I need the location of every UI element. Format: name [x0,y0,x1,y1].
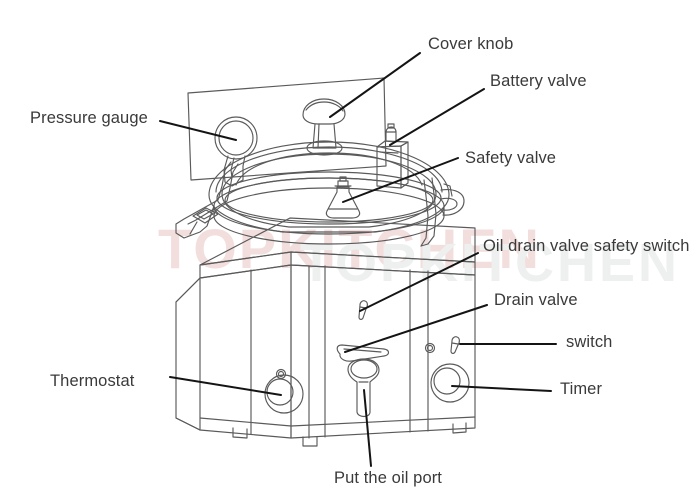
cover-knob-part [302,98,346,156]
label-pressure-gauge: Pressure gauge [30,109,148,127]
label-put-the-oil-port: Put the oil port [334,469,442,487]
leader-drain-valve [344,304,488,353]
leader-oil-drain-safety-switch [359,252,479,312]
leader-cover-knob [329,52,421,118]
lid-handles [175,161,465,247]
cabinet [175,217,476,447]
thermostat-knob [264,368,304,414]
leader-put-the-oil-port [363,389,372,467]
battery-valve-part [376,123,409,189]
label-safety-valve: Safety valve [465,149,557,167]
leader-timer [451,385,552,392]
label-drain-valve: Drain valve [494,291,578,309]
label-oil-drain-valve-safety-switch: Oil drain valve safety switch [483,237,690,255]
pressure-gauge-dial [214,116,258,187]
label-switch: switch [566,333,613,351]
leader-pressure-gauge [159,120,237,141]
toggle-switch [450,336,460,354]
oil-port-spout [347,358,380,418]
back-panel [187,77,387,181]
label-battery-valve: Battery valve [490,72,587,90]
leader-safety-valve [342,157,459,203]
leader-battery-valve [389,88,485,146]
leader-lines [159,52,557,467]
label-thermostat: Thermostat [50,372,135,390]
label-cover-knob: Cover knob [428,35,514,53]
timer-knob [424,342,470,403]
leader-thermostat [169,376,282,396]
safety-valve-part [325,176,361,219]
label-timer: Timer [560,380,603,398]
